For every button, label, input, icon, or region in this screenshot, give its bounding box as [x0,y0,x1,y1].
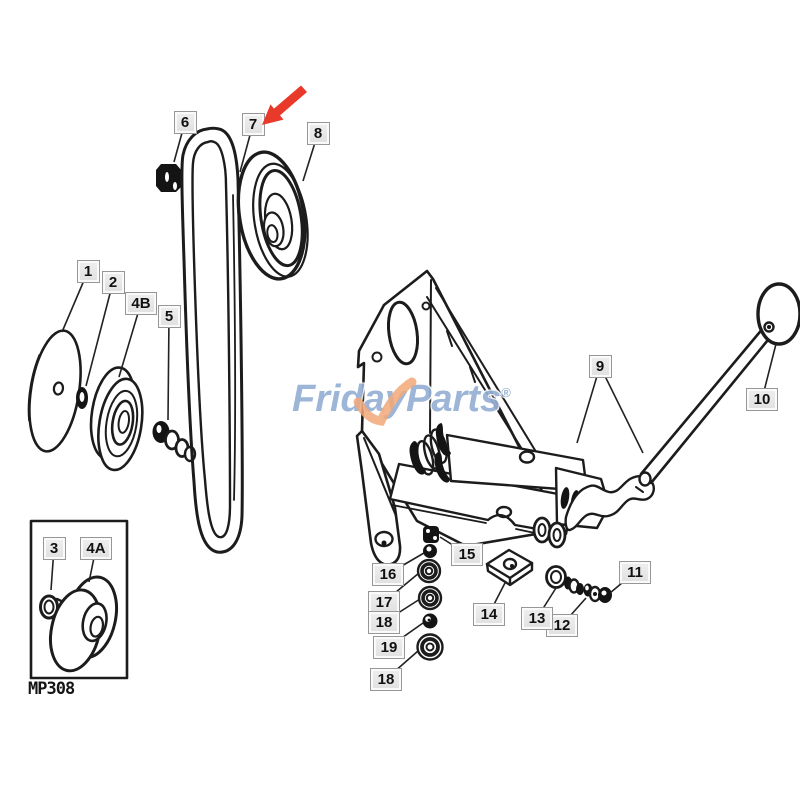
bracket-assembly [355,269,611,567]
knob-part-10 [756,282,800,346]
square-nut-part-14 [485,548,534,587]
pulley-part-8 [236,150,309,281]
pulley-part-4b [89,366,144,472]
drawing-code: MP308 [28,679,75,699]
bolt-group-11-12-13 [545,565,612,603]
inset-box-3-4a [29,519,129,680]
registered-trademark-icon: ® [501,385,511,400]
washer-part-2 [76,387,88,409]
nut-part-6 [156,164,182,192]
belt-part-7 [180,126,244,554]
watermark-text-parts: Parts [406,378,502,420]
bolt-part-5 [152,421,197,463]
